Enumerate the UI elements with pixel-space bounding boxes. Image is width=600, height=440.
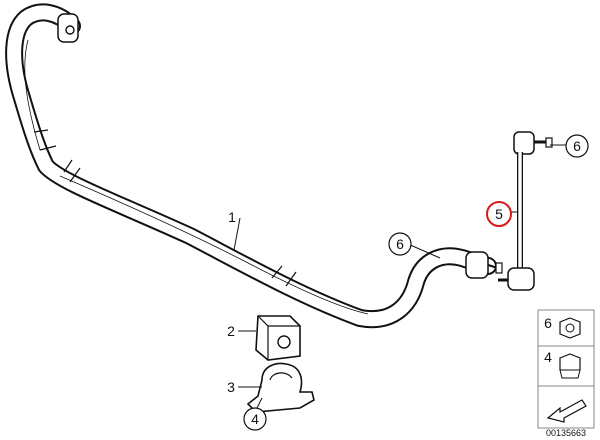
hex-nut-icon [559,353,581,379]
legend-item-6[interactable]: 6 [544,315,581,339]
svg-text:6: 6 [573,138,581,154]
callout-6-mid[interactable]: 6 [388,232,412,256]
callout-3[interactable]: 3 [227,379,235,395]
svg-text:4: 4 [251,411,259,427]
callout-4[interactable]: 4 [243,407,267,431]
callout-6-top[interactable]: 6 [565,134,589,158]
callout-1[interactable]: 1 [228,209,236,225]
legend-item-4[interactable]: 4 [544,349,581,379]
legend-box: 6 4 [537,309,595,429]
svg-text:6: 6 [544,315,552,331]
svg-text:2: 2 [227,323,235,339]
rubber-mounting[interactable] [255,315,301,361]
leader-lines [233,144,566,411]
svg-text:1: 1 [228,209,236,225]
callout-5[interactable]: 5 [486,201,512,227]
diagram-ref-number: 00135663 [546,428,586,438]
callout-2[interactable]: 2 [227,323,235,339]
svg-text:6: 6 [396,236,404,252]
stabilizer-bar[interactable] [5,3,503,329]
bracket[interactable] [246,362,315,413]
svg-text:4: 4 [544,349,552,365]
arrow-icon [546,399,587,423]
svg-text:5: 5 [495,206,503,222]
svg-text:3: 3 [227,379,235,395]
stabilizer-link[interactable] [498,131,553,291]
hex-nut-icon [559,317,581,339]
